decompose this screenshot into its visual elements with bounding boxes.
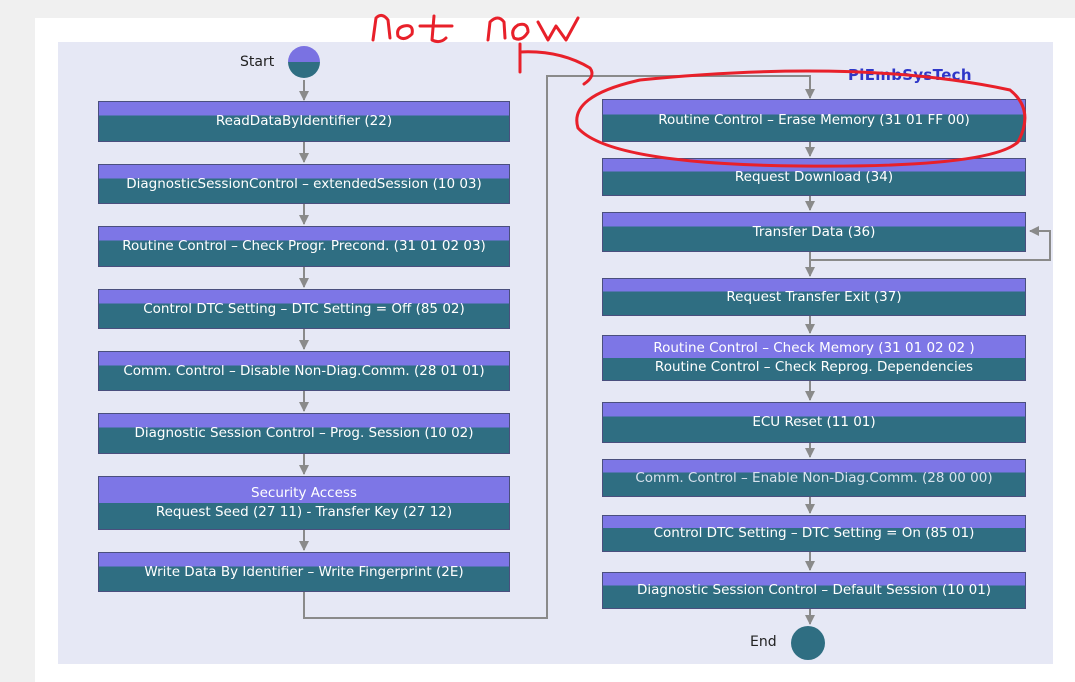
right-step-7: Comm. Control – Enable Non-Diag.Comm. (2… bbox=[602, 459, 1026, 497]
right-step-6: ECU Reset (11 01) bbox=[602, 402, 1026, 443]
left-step-2-text-1: DiagnosticSessionControl – extendedSessi… bbox=[126, 175, 482, 192]
left-step-2: DiagnosticSessionControl – extendedSessi… bbox=[98, 164, 510, 204]
right-step-5-text-1: Routine Control – Check Memory (31 01 02… bbox=[653, 340, 975, 356]
left-step-1: ReadDataByIdentifier (22) bbox=[98, 101, 510, 142]
transfer-data-loop bbox=[810, 226, 1051, 261]
right-step-7-text-1: Comm. Control – Enable Non-Diag.Comm. (2… bbox=[635, 469, 993, 486]
left-step-6: Diagnostic Session Control – Prog. Sessi… bbox=[98, 413, 510, 454]
right-step-8: Control DTC Setting – DTC Setting = On (… bbox=[602, 515, 1026, 552]
right-step-5-text-2: Routine Control – Check Reprog. Dependen… bbox=[654, 359, 974, 375]
left-step-1-text-1: ReadDataByIdentifier (22) bbox=[215, 113, 393, 129]
right-step-5: Routine Control – Check Memory (31 01 02… bbox=[602, 335, 1026, 381]
right-step-3-text-1: Transfer Data (36) bbox=[752, 223, 876, 240]
right-step-9-text-1: Diagnostic Session Control – Default Ses… bbox=[636, 582, 992, 598]
right-step-4-text-1: Request Transfer Exit (37) bbox=[726, 288, 902, 305]
left-step-3-text-1: Routine Control – Check Progr. Precond. … bbox=[122, 238, 486, 254]
end-label: End bbox=[750, 634, 777, 650]
left-step-7-text-2: Request Seed (27 11) - Transfer Key (27 … bbox=[155, 504, 453, 520]
right-step-2: Request Download (34) bbox=[602, 158, 1026, 196]
left-step-4-text-1: Control DTC Setting – DTC Setting = Off … bbox=[143, 300, 465, 317]
right-step-3: Transfer Data (36) bbox=[602, 212, 1026, 252]
brand-watermark: PiEmbSysTech bbox=[848, 66, 972, 84]
left-step-5: Comm. Control – Disable Non-Diag.Comm. (… bbox=[98, 351, 510, 391]
right-step-4: Request Transfer Exit (37) bbox=[602, 278, 1026, 316]
left-step-6-text-1: Diagnostic Session Control – Prog. Sessi… bbox=[134, 425, 474, 441]
left-step-4: Control DTC Setting – DTC Setting = Off … bbox=[98, 289, 510, 329]
right-step-6-text-1: ECU Reset (11 01) bbox=[752, 414, 876, 430]
right-step-1: Routine Control – Erase Memory (31 01 FF… bbox=[602, 99, 1026, 142]
left-step-7-text-1: Security Access bbox=[251, 485, 357, 501]
end-node bbox=[791, 626, 825, 660]
right-step-1-text-1: Routine Control – Erase Memory (31 01 FF… bbox=[658, 112, 970, 128]
left-step-3: Routine Control – Check Progr. Precond. … bbox=[98, 226, 510, 267]
right-step-9: Diagnostic Session Control – Default Ses… bbox=[602, 572, 1026, 609]
left-step-5-text-1: Comm. Control – Disable Non-Diag.Comm. (… bbox=[123, 362, 485, 379]
right-step-8-text-1: Control DTC Setting – DTC Setting = On (… bbox=[653, 525, 975, 541]
start-label: Start bbox=[240, 54, 275, 70]
left-step-8: Write Data By Identifier – Write Fingerp… bbox=[98, 552, 510, 592]
right-step-2-text-1: Request Download (34) bbox=[734, 168, 894, 185]
start-node bbox=[288, 46, 320, 78]
left-step-8-text-1: Write Data By Identifier – Write Fingerp… bbox=[144, 563, 464, 580]
